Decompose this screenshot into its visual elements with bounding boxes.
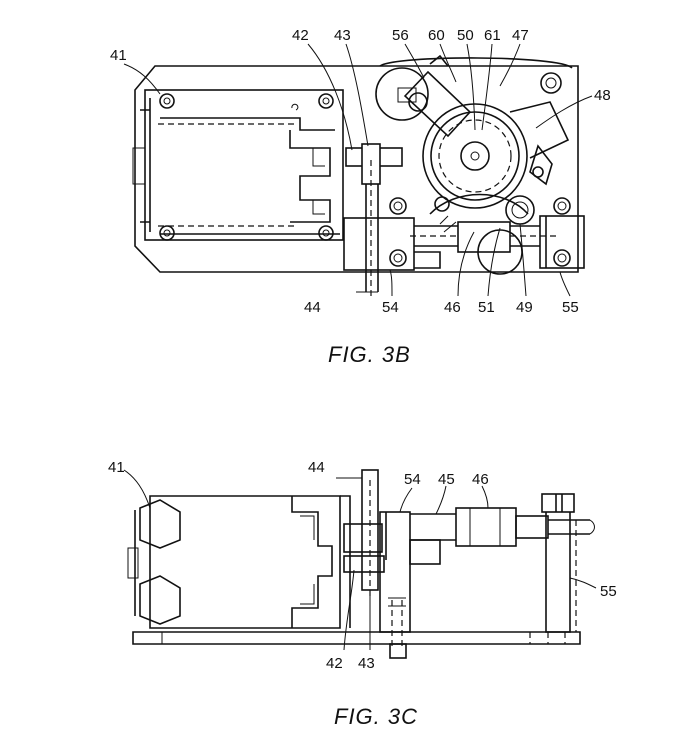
caption-fig-3b: FIG. 3B <box>328 342 411 367</box>
ref-54-side: 54 <box>404 471 421 488</box>
fig3b-leader-lines <box>123 43 593 297</box>
ref-56: 56 <box>392 27 409 44</box>
coupling-shaft-side <box>343 469 385 598</box>
motor-side <box>127 495 351 629</box>
ref-47: 47 <box>512 27 529 44</box>
ref-41: 41 <box>110 47 127 64</box>
ref-43-side: 43 <box>358 655 375 672</box>
ref-60: 60 <box>428 27 445 44</box>
ref-41-side: 41 <box>108 459 125 476</box>
ref-42-side: 42 <box>326 655 343 672</box>
ref-50: 50 <box>457 27 474 44</box>
ref-46: 46 <box>444 299 461 316</box>
figure-3b: 41 42 43 56 60 50 61 47 48 44 54 46 51 4… <box>110 27 611 367</box>
ref-54: 54 <box>382 299 399 316</box>
base-plate <box>134 65 579 273</box>
ref-49: 49 <box>516 299 533 316</box>
base-plate-side <box>132 631 581 645</box>
ref-44-side: 44 <box>308 459 325 476</box>
ref-44: 44 <box>304 299 321 316</box>
pillar-55-side <box>541 493 577 633</box>
fig3b-labels: 41 42 43 56 60 50 61 47 48 44 54 46 51 4… <box>110 27 611 316</box>
ref-61: 61 <box>484 27 501 44</box>
fig3c-leader-lines <box>123 469 597 651</box>
fig3c-labels: 41 44 54 45 46 55 42 43 <box>108 459 617 672</box>
output-shaft-side <box>409 507 595 565</box>
ref-48: 48 <box>594 87 611 104</box>
ref-51: 51 <box>478 299 495 316</box>
ref-43: 43 <box>334 27 351 44</box>
ref-45-side: 45 <box>438 471 455 488</box>
motor-housing <box>132 89 344 241</box>
ref-55: 55 <box>562 299 579 316</box>
coupling-and-shaft <box>345 143 403 300</box>
ref-46-side: 46 <box>472 471 489 488</box>
pillar-54-side <box>379 511 411 659</box>
shaft-assembly <box>343 197 585 271</box>
figure-3c: 41 44 54 45 46 55 42 43 FIG. 3C <box>108 459 617 729</box>
ref-42: 42 <box>292 27 309 44</box>
caption-fig-3c: FIG. 3C <box>334 704 418 729</box>
ref-55-side: 55 <box>600 583 617 600</box>
